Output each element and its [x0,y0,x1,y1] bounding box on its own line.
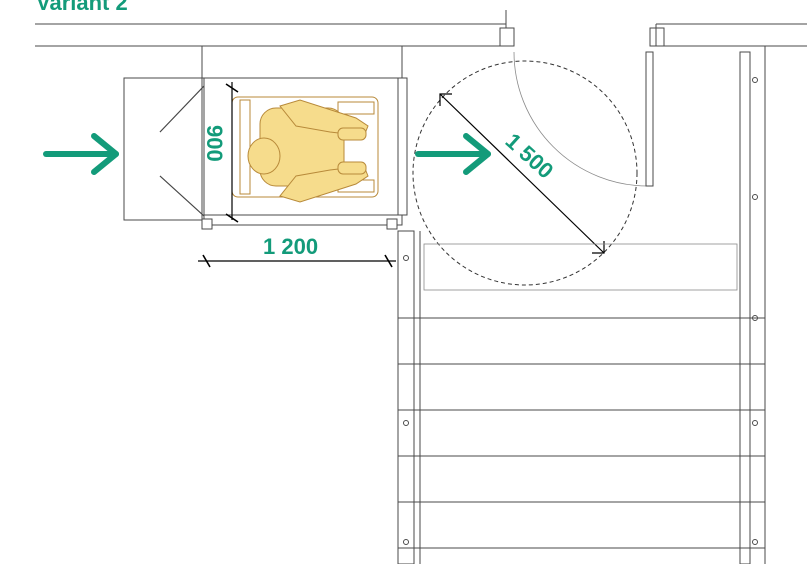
dimension-1200-label: 1 200 [263,234,318,259]
top-wall [35,10,807,47]
exit-arrow-icon [415,133,491,175]
dimension-1500-label: 1 500 [501,128,559,183]
diagram-title: Variant 2 [36,0,128,15]
dimension-1200: 1 200 [198,234,396,268]
entry-arrow-icon [43,133,119,175]
dimension-900: 900 [202,82,239,223]
turning-circle: 1 500 [412,60,638,286]
lift-platform [123,45,408,230]
wheelchair-user-icon [231,96,379,203]
dimension-900-label: 900 [202,125,227,162]
door-swing [513,51,654,187]
staircase [397,46,766,564]
folding-gate [159,85,205,217]
